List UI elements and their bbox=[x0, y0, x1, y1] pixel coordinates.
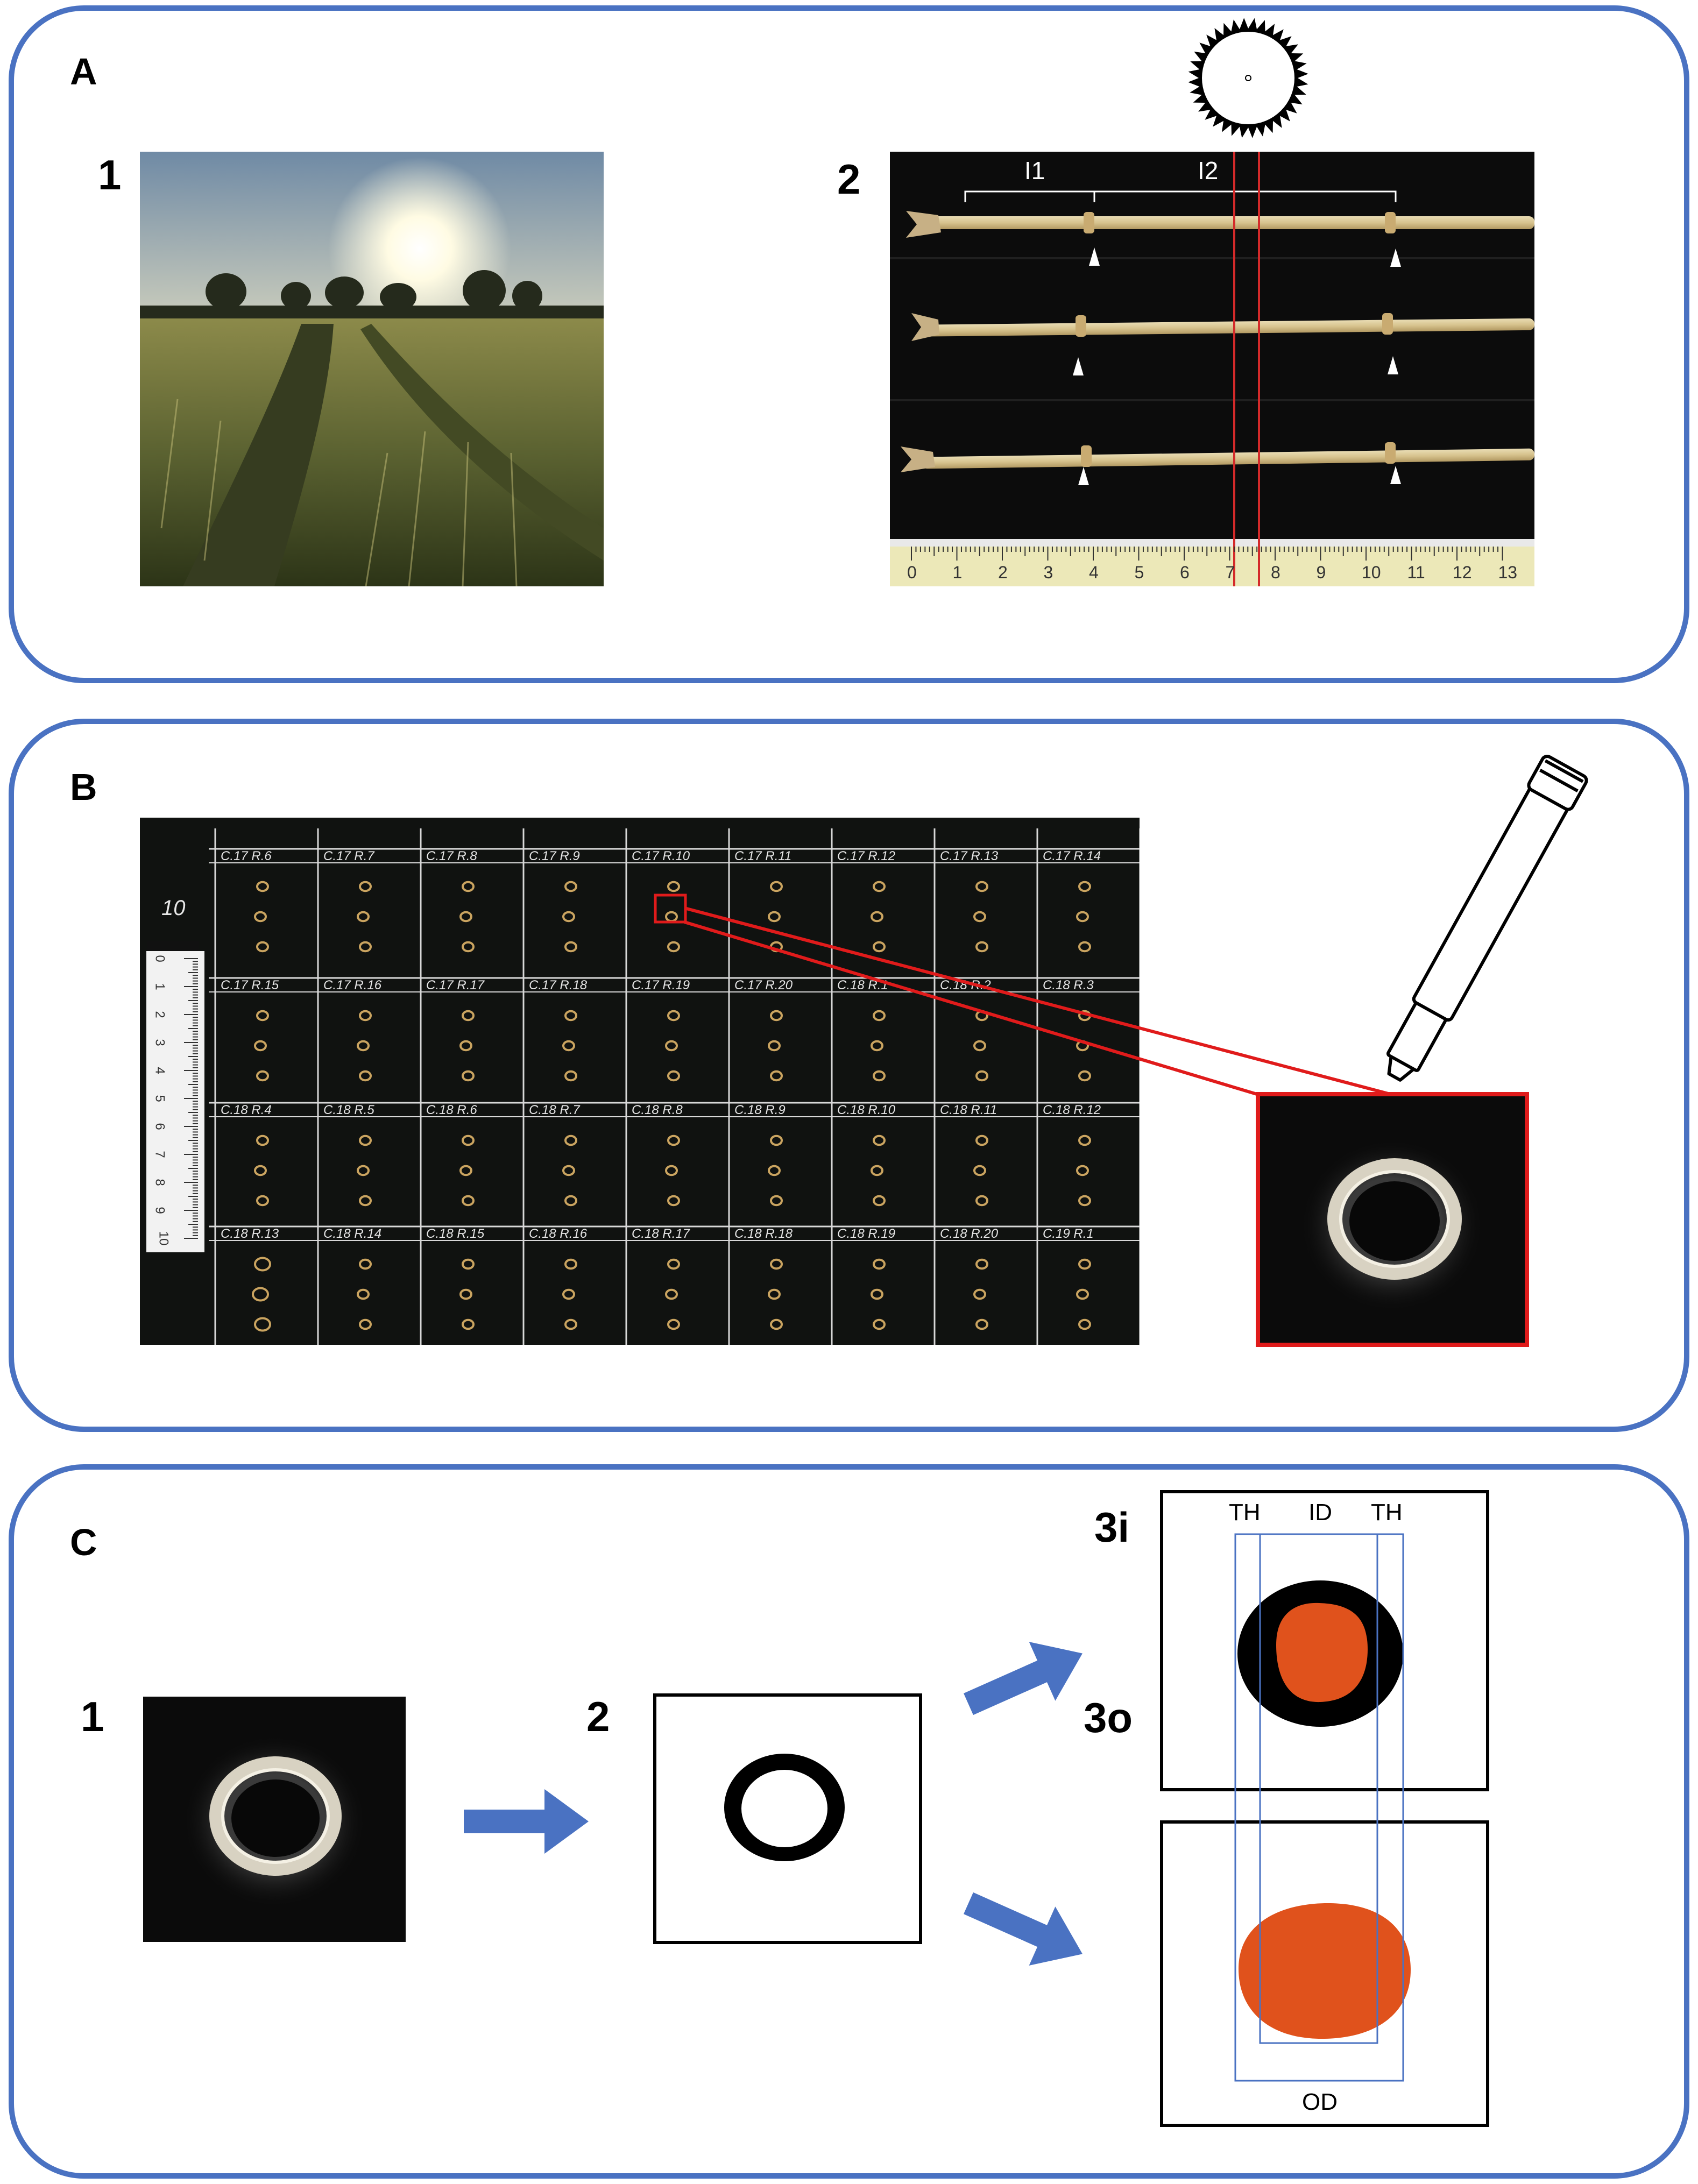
board-cell-label: C.17 R.10 bbox=[632, 849, 690, 863]
cross-section-photo bbox=[143, 1697, 406, 1942]
board-cell-label: C.18 R.19 bbox=[837, 1226, 896, 1241]
board-cell-label: C.18 R.1 bbox=[837, 978, 888, 992]
board-cell-label: C.18 R.12 bbox=[1043, 1103, 1101, 1117]
panel-c-step-3o-label: 3o bbox=[1084, 1694, 1133, 1741]
board-cell-label: C.18 R.10 bbox=[837, 1103, 896, 1117]
board-cell-label: C.19 R.1 bbox=[1043, 1226, 1094, 1241]
panel-b-label: B bbox=[70, 766, 97, 808]
stem-ruler-tick-label: 12 bbox=[1453, 563, 1472, 582]
board-scale-tick-label: 5 bbox=[152, 1095, 167, 1102]
board-cell-label: C.17 R.17 bbox=[426, 978, 485, 992]
board-cell-label: C.18 R.18 bbox=[734, 1226, 793, 1241]
outer-diameter-label: OD bbox=[1302, 2089, 1338, 2115]
board-cell-label: C.17 R.18 bbox=[529, 978, 588, 992]
board-scale-tick-label: 4 bbox=[152, 1067, 167, 1074]
stems-photo bbox=[890, 152, 1534, 586]
board-cell-label: C.18 R.8 bbox=[632, 1103, 683, 1117]
board-scale-tick-label: 10 bbox=[156, 1231, 171, 1246]
binary-ring-image bbox=[653, 1693, 922, 1944]
board-cell-label: C.18 R.17 bbox=[632, 1226, 690, 1241]
stem-ruler-tick-label: 7 bbox=[1225, 563, 1235, 582]
board-cell-label: C.17 R.12 bbox=[837, 849, 896, 863]
board-cell-label: C.18 R.4 bbox=[221, 1103, 272, 1117]
stem-ruler-tick-label: 0 bbox=[907, 563, 917, 582]
board-scale-tick-label: 3 bbox=[152, 1039, 167, 1046]
board-cell-label: C.18 R.3 bbox=[1043, 978, 1094, 992]
zoomed-stem-section bbox=[1256, 1092, 1529, 1347]
stem-ruler-tick-label: 1 bbox=[952, 563, 963, 582]
board-number: 10 bbox=[161, 896, 186, 920]
panel-c-step-1-label: 1 bbox=[81, 1693, 104, 1740]
board-cell-label: C.18 R.6 bbox=[426, 1103, 477, 1117]
barley-field-photo bbox=[140, 152, 604, 586]
board-cell-label: C.17 R.13 bbox=[940, 849, 999, 863]
board-scale-tick-label: 7 bbox=[152, 1151, 167, 1158]
panel-a-step-1-label: 1 bbox=[98, 151, 122, 198]
board-cell-label: C.17 R.20 bbox=[734, 978, 793, 992]
board-cell-label: C.17 R.6 bbox=[221, 849, 272, 863]
board-cell-label: C.17 R.14 bbox=[1043, 849, 1101, 863]
board-cell-label: C.17 R.8 bbox=[426, 849, 477, 863]
stem-ruler-tick-label: 6 bbox=[1180, 563, 1190, 582]
board-cell-label: C.18 R.13 bbox=[221, 1226, 279, 1241]
stem-ruler-tick-label: 2 bbox=[998, 563, 1008, 582]
board-cell-label: C.18 R.11 bbox=[940, 1103, 997, 1117]
stem-ruler-tick-label: 9 bbox=[1316, 563, 1326, 582]
board-cell-label: C.18 R.20 bbox=[940, 1226, 999, 1241]
panel-a bbox=[9, 5, 1689, 683]
panel-a-step-2-label: 2 bbox=[837, 155, 861, 203]
board-cell-label: C.17 R.11 bbox=[734, 849, 792, 863]
board-cell-label: C.18 R.2 bbox=[940, 978, 991, 992]
stem-ruler-tick-label: 8 bbox=[1271, 563, 1280, 582]
board-cell-label: C.18 R.15 bbox=[426, 1226, 485, 1241]
board-cell-label: C.18 R.16 bbox=[529, 1226, 588, 1241]
board-scale-tick-label: 0 bbox=[152, 955, 167, 962]
board-scale-tick-label: 8 bbox=[152, 1179, 167, 1186]
panel-c-step-3i-label: 3i bbox=[1094, 1504, 1130, 1551]
board-scale-tick-label: 6 bbox=[152, 1123, 167, 1130]
outer-diameter-segmentation bbox=[1160, 1820, 1489, 2127]
panel-a-label: A bbox=[70, 51, 97, 93]
board-cell-label: C.18 R.9 bbox=[734, 1103, 786, 1117]
board-cell-label: C.18 R.14 bbox=[323, 1226, 382, 1241]
board-cell-label: C.17 R.16 bbox=[323, 978, 382, 992]
panel-b bbox=[9, 719, 1689, 1432]
inner-diameter-segmentation bbox=[1160, 1490, 1489, 1791]
panel-c bbox=[9, 1464, 1689, 2179]
internode-2-label: I2 bbox=[1198, 157, 1219, 185]
stem-ruler-tick-label: 11 bbox=[1407, 563, 1425, 582]
stem-ruler-tick-label: 4 bbox=[1089, 563, 1099, 582]
thickness-left-label: TH bbox=[1229, 1499, 1261, 1526]
board-cell-label: C.17 R.7 bbox=[323, 849, 374, 863]
stem-ruler-tick-label: 10 bbox=[1362, 563, 1381, 582]
sample-board-photo bbox=[140, 818, 1140, 1345]
stem-ruler-tick-label: 13 bbox=[1498, 563, 1518, 582]
board-cell-label: C.17 R.9 bbox=[529, 849, 580, 863]
board-scale-tick-label: 2 bbox=[152, 1011, 167, 1018]
board-cell-label: C.18 R.7 bbox=[529, 1103, 580, 1117]
internode-1-label: I1 bbox=[1024, 157, 1045, 185]
stem-ruler-tick-label: 3 bbox=[1043, 563, 1053, 582]
board-cell-label: C.17 R.15 bbox=[221, 978, 279, 992]
panel-c-label: C bbox=[70, 1521, 97, 1563]
thickness-right-label: TH bbox=[1371, 1499, 1403, 1526]
inner-diameter-label: ID bbox=[1308, 1499, 1332, 1526]
board-scale-tick-label: 9 bbox=[152, 1207, 167, 1214]
stem-ruler-tick-label: 5 bbox=[1134, 563, 1144, 582]
board-scale-tick-label: 1 bbox=[152, 983, 167, 990]
board-cell-label: C.18 R.5 bbox=[323, 1103, 374, 1117]
board-cell-label: C.17 R.19 bbox=[632, 978, 690, 992]
panel-c-step-2-label: 2 bbox=[586, 1693, 610, 1740]
